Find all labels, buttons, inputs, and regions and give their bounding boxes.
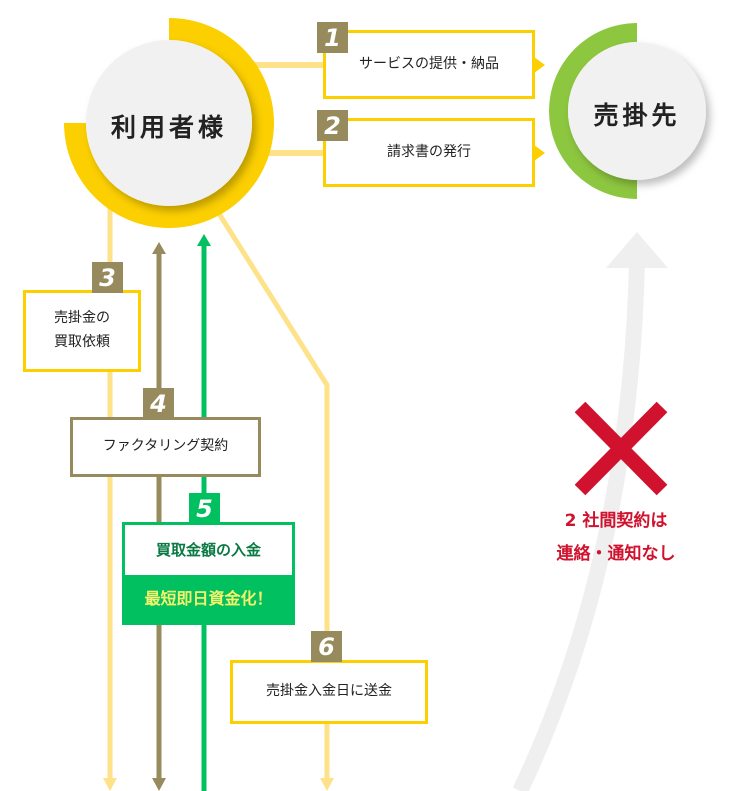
arrow-down-step3	[103, 778, 117, 791]
cross-icon	[574, 401, 668, 496]
counterparty-label: 売掛先	[593, 101, 681, 130]
step4-box: ファクタリング契約	[70, 417, 261, 477]
step6-badge: 6	[311, 631, 342, 662]
step2-label: 請求書の発行	[387, 143, 471, 160]
step4-label: ファクタリング契約	[102, 438, 229, 455]
step5-badge: 5	[189, 493, 220, 524]
arrow-up-step4	[152, 242, 166, 254]
step2-box: 請求書の発行	[323, 118, 535, 187]
user-circle	[86, 40, 252, 206]
counterparty-ring	[549, 23, 637, 199]
arrow-down-step6	[320, 778, 334, 791]
step4-badge: 4	[143, 388, 174, 419]
step6-box: 売掛金入金日に送金	[230, 660, 428, 724]
notice-line1: 2 社間契約は	[564, 511, 668, 531]
arrow-down-step4	[152, 778, 166, 791]
counterparty-circle	[568, 42, 706, 180]
step3-badge: 3	[92, 262, 123, 293]
step1-label: サービスの提供・納品	[359, 55, 499, 72]
arrow-up-step5	[197, 234, 211, 246]
step3-label-line1: 売掛金の	[54, 310, 110, 327]
no-contact-arrowhead	[606, 232, 668, 268]
no-contact-curve-arrow	[512, 261, 645, 791]
step3-label-line2: 買取依頼	[54, 334, 110, 350]
step5-label: 買取金額の入金	[155, 541, 261, 559]
arrow-step2	[534, 145, 545, 161]
step6-label: 売掛金入金日に送金	[266, 683, 392, 700]
step1-badge: 1	[317, 22, 348, 53]
step3-box: 売掛金の 買取依頼	[23, 290, 141, 372]
step5-box: 買取金額の入金 最短即日資金化！	[122, 522, 295, 625]
arrow-step1	[534, 57, 545, 73]
step1-box: サービスの提供・納品	[323, 30, 535, 99]
user-label: 利用者様	[110, 113, 227, 142]
notice-line2: 連絡・通知なし	[556, 544, 676, 564]
step5-highlight: 最短即日資金化！	[125, 575, 292, 622]
step2-badge: 2	[317, 110, 348, 141]
